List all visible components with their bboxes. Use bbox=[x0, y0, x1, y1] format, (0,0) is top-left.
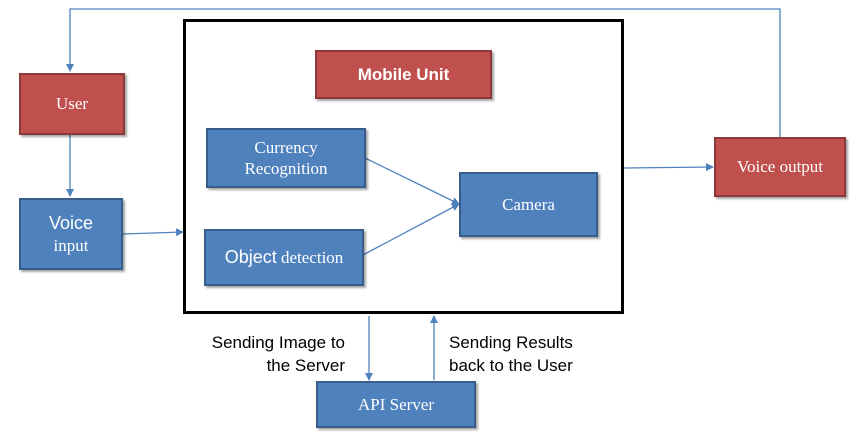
arrow-voice-input-to-mobile-unit bbox=[122, 228, 184, 237]
arrow-mobile-unit-to-voice-output bbox=[623, 163, 714, 172]
object-detection-word1: Object bbox=[224, 247, 277, 267]
mobile-unit-title-box: Mobile Unit bbox=[315, 50, 492, 99]
sending-image-line1: Sending Image to bbox=[211, 333, 345, 352]
voice-input-label-line2: input bbox=[53, 235, 89, 255]
sending-results-line1: Sending Results bbox=[449, 333, 573, 352]
arrow-voice-output-to-user bbox=[66, 8, 781, 137]
camera-label: Camera bbox=[502, 194, 555, 214]
api-server-label: API Server bbox=[357, 394, 434, 414]
mobile-unit-title: Mobile Unit bbox=[357, 64, 450, 84]
user-box: User bbox=[19, 73, 125, 135]
voice-input-label-line1: Voice bbox=[48, 213, 94, 234]
arrow-currency-to-camera bbox=[364, 157, 460, 205]
currency-recognition-line2: Recognition bbox=[244, 159, 328, 178]
currency-recognition-box: Currency Recognition bbox=[206, 128, 366, 188]
sending-results-line2: back to the User bbox=[449, 356, 573, 375]
sending-results-caption: Sending Results back to the User bbox=[449, 331, 609, 377]
user-label: User bbox=[55, 94, 89, 114]
camera-box: Camera bbox=[459, 172, 598, 237]
currency-recognition-line1: Currency bbox=[254, 137, 318, 157]
voice-output-box: Voice output bbox=[714, 137, 846, 197]
object-detection-label: Object detection bbox=[225, 246, 344, 269]
object-detection-box: Object detection bbox=[204, 229, 364, 286]
arrow-object-to-camera bbox=[362, 203, 460, 256]
voice-output-label: Voice output bbox=[736, 157, 824, 177]
sending-image-caption: Sending Image to the Server bbox=[190, 331, 345, 377]
sending-image-line2: the Server bbox=[266, 356, 345, 375]
api-server-box: API Server bbox=[316, 381, 476, 428]
voice-input-box: Voice input bbox=[19, 198, 123, 270]
object-detection-word2: detection bbox=[276, 248, 344, 267]
